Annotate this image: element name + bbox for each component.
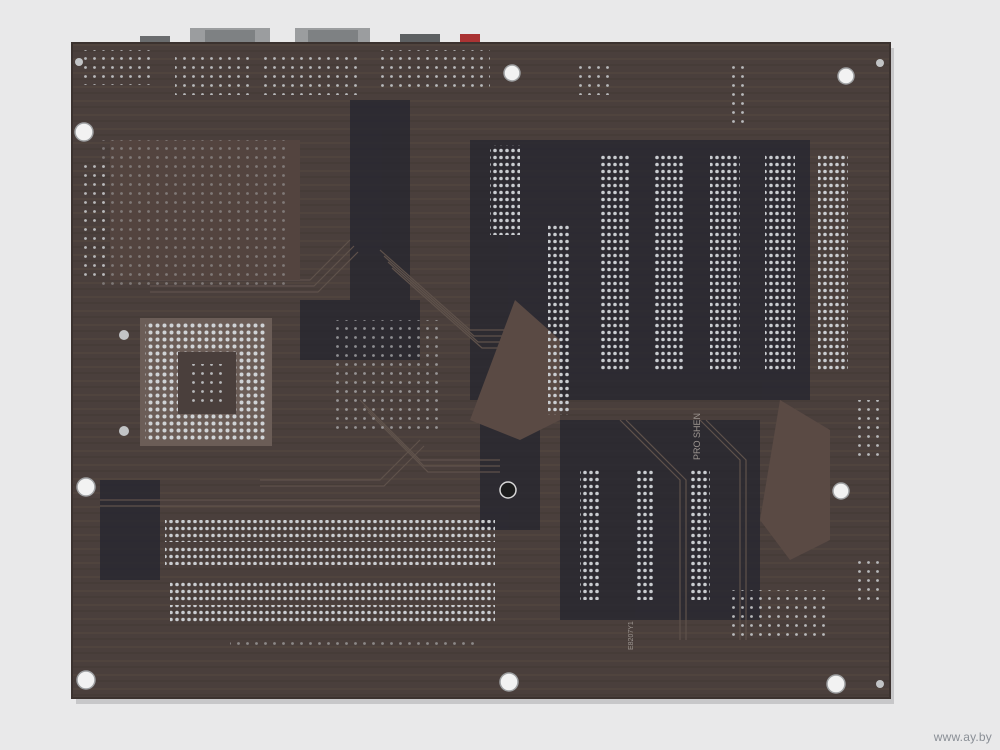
memory-slots: [165, 520, 495, 623]
board-marking-small: E8207Y1: [628, 621, 635, 650]
site-watermark: www.ay.by: [933, 730, 992, 744]
ide-connectors: [580, 470, 710, 600]
rear-io-connectors: [140, 28, 480, 46]
mounting-holes: [74, 64, 855, 694]
rear-header-pins: [80, 50, 750, 125]
board-marking-vertical: PRO SHEN: [692, 413, 702, 460]
pci-slots: [490, 145, 848, 415]
cpu-socket-pins: [140, 318, 272, 446]
vias: [80, 140, 880, 650]
